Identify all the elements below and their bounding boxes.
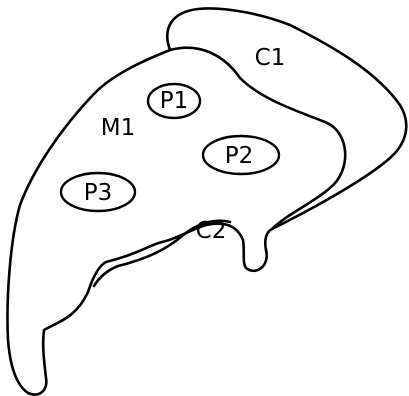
- pepperoni-p2: [201, 134, 281, 176]
- label-p2: P2: [225, 143, 254, 169]
- label-p1: P1: [160, 88, 189, 114]
- drip-inner-edge: [92, 219, 232, 288]
- label-p3: P3: [84, 180, 113, 206]
- crust-inner-edge: [168, 46, 347, 231]
- slice-outline: [6, 7, 408, 396]
- pepperoni-p3: [59, 171, 137, 213]
- pepperoni-p1: [146, 82, 202, 120]
- label-c1: C1: [255, 45, 286, 71]
- label-c2: C2: [196, 218, 227, 244]
- label-m1: M1: [101, 115, 135, 141]
